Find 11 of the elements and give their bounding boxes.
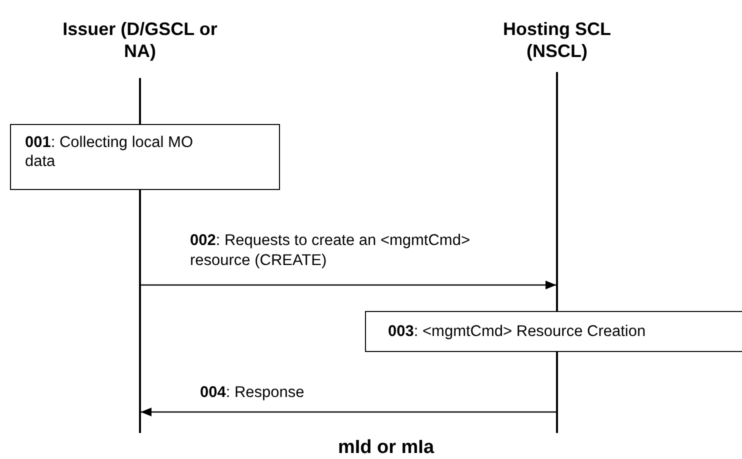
arrow: [140, 408, 556, 416]
lifeline: [556, 72, 558, 433]
process-box: 001: Collecting local MO data: [10, 124, 280, 190]
process-box: 003: <mgmtCmd> Resource Creation: [365, 311, 742, 352]
edge-label: 004: Response: [200, 383, 306, 403]
caption: mId or mIa: [336, 437, 436, 459]
participant-header: Hosting SCL (NSCL): [477, 18, 637, 62]
edge-label: 002: Requests to create an <mgmtCmd> resource (CREATE): [190, 231, 472, 271]
arrow: [140, 280, 556, 290]
lifeline: [139, 78, 141, 433]
participant-header: Issuer (D/GSCL or NA): [60, 18, 220, 62]
